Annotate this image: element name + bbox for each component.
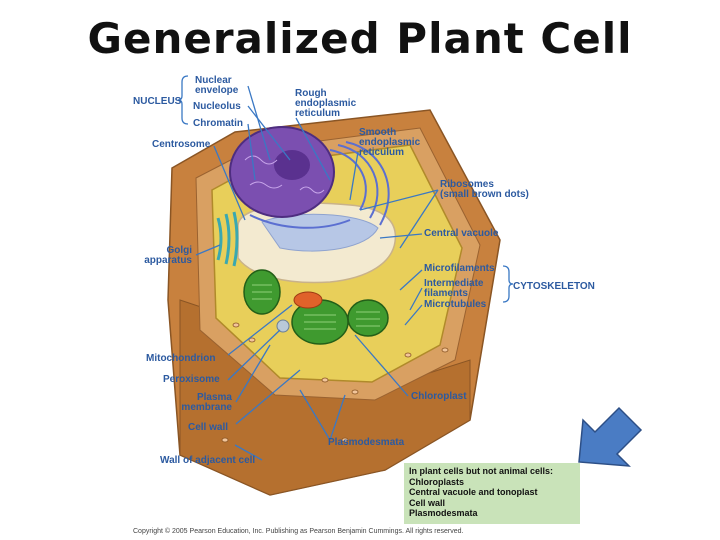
chloroplast: [347, 299, 389, 337]
label-wall-adjacent-cell: Wall of adjacent cell: [160, 455, 256, 466]
label-microtubules: Microtubules: [424, 299, 487, 310]
info-box-item: Chloroplasts: [409, 476, 465, 487]
label-rough-er: Rough endoplasmic reticulum: [295, 88, 357, 119]
label-smooth-er: Smooth endoplasmic reticulum: [359, 127, 421, 158]
label-chromatin: Chromatin: [193, 118, 243, 129]
copyright-notice: Copyright © 2005 Pearson Education, Inc.…: [133, 528, 464, 535]
label-nuclear-envelope: Nuclear envelope: [195, 75, 239, 96]
label-peroxisome: Peroxisome: [163, 374, 220, 385]
nucleolus: [274, 150, 310, 180]
info-box-item: Cell wall: [409, 497, 446, 508]
info-box-item: Plasmodesmata: [409, 508, 478, 518]
label-golgi: Golgi apparatus: [144, 245, 192, 266]
arrow-down-left-icon[interactable]: [573, 404, 645, 468]
label-central-vacuole: Central vacuole: [424, 228, 499, 239]
label-chloroplast: Chloroplast: [411, 391, 467, 402]
plant-only-info-box: In plant cells but not animal cells: Chl…: [404, 463, 580, 524]
info-box-item: Central vacuole and tonoplast: [409, 487, 538, 497]
label-plasmodesmata: Plasmodesmata: [328, 437, 405, 448]
label-ribosomes: Ribosomes (small brown dots): [440, 179, 529, 200]
label-plasma-membrane: Plasma membrane: [181, 392, 232, 413]
golgi-apparatus: [216, 211, 239, 267]
leader-lines: [177, 75, 514, 461]
label-nucleus: NUCLEUS: [133, 96, 182, 107]
label-intermediate-filaments: Intermediate filaments: [424, 278, 484, 299]
cell-illustration: [167, 109, 501, 496]
label-microfilaments: Microfilaments: [424, 263, 495, 274]
label-nucleolus: Nucleolus: [193, 101, 241, 112]
label-mitochondrion: Mitochondrion: [146, 353, 216, 364]
mitochondrion: [293, 291, 323, 309]
label-cell-wall: Cell wall: [188, 422, 229, 433]
label-centrosome: Centrosome: [152, 139, 211, 150]
info-box-heading: In plant cells but not animal cells:: [409, 466, 554, 476]
peroxisome: [276, 319, 290, 333]
label-cytoskeleton: CYTOSKELETON: [513, 281, 595, 292]
page-title: Generalized Plant Cell: [87, 14, 633, 63]
